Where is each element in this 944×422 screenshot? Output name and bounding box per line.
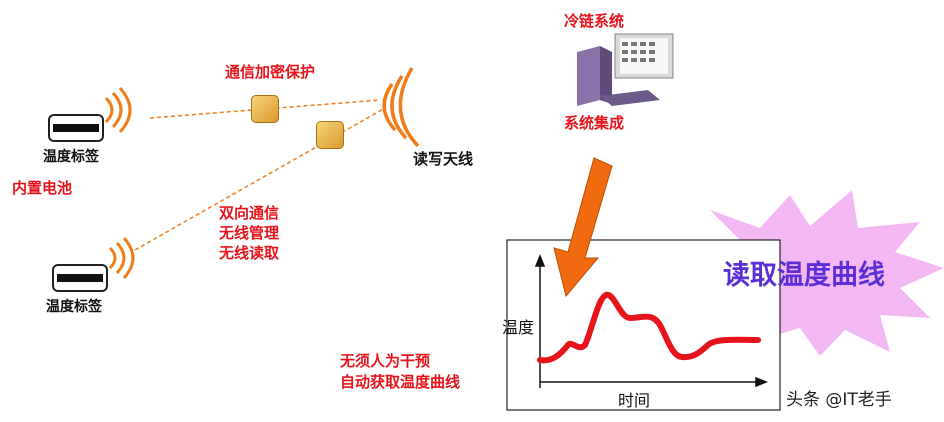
read-curve-label: 读取温度曲线 (723, 260, 885, 291)
antenna-icon (382, 67, 420, 148)
tag1-label: 温度标签 (43, 149, 99, 165)
antenna-label: 读写天线 (413, 150, 474, 168)
x-axis-label: 时间 (618, 391, 651, 410)
cold-chain-label: 冷链系统 (564, 12, 625, 30)
radio-wave-icon (104, 86, 132, 134)
chart-axes (534, 253, 769, 388)
burst-icon (700, 190, 944, 356)
comm-features: 双向通信 无线管理 无线读取 (219, 203, 279, 263)
feature-bidirectional: 双向通信 (219, 204, 280, 222)
auto-fetch-line-2: 自动获取温度曲线 (340, 373, 461, 391)
key-icon (316, 121, 344, 149)
auto-fetch-text: 无须人为干预 自动获取温度曲线 (340, 351, 460, 393)
system-integration-label: 系统集成 (564, 114, 625, 132)
encryption-label: 通信加密保护 (225, 63, 316, 81)
tag2-label: 温度标签 (46, 299, 102, 315)
arrow-icon (553, 157, 613, 298)
computer-icon (577, 33, 674, 106)
battery-label: 内置电池 (12, 179, 73, 197)
feature-wireless-mgmt: 无线管理 (219, 224, 280, 242)
auto-fetch-line-1: 无须人为干预 (340, 352, 431, 370)
temperature-tag-1 (48, 114, 104, 142)
y-axis-label: 温度 (502, 318, 535, 337)
key-icon (251, 95, 279, 123)
temperature-tag-2 (52, 264, 108, 292)
watermark: 头条 @IT老手 (786, 390, 892, 410)
temperature-curve (537, 291, 761, 364)
feature-wireless-read: 无线读取 (219, 244, 280, 262)
radio-wave-icon (108, 236, 135, 280)
